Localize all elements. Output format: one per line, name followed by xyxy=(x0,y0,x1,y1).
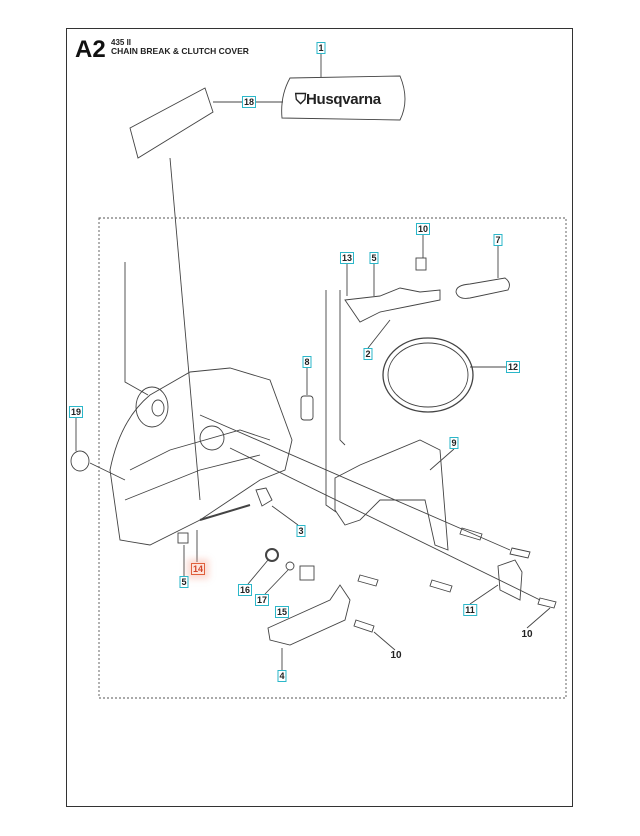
callout-17[interactable]: 17 xyxy=(254,594,270,606)
knob-part-15 xyxy=(299,565,315,581)
decal-part-1 xyxy=(281,75,406,121)
model-name: 435 II xyxy=(111,38,132,47)
callout-7[interactable]: 7 xyxy=(493,234,503,246)
diagram-frame xyxy=(66,28,573,807)
diagram-title: CHAIN BREAK & CLUTCH COVER xyxy=(111,46,249,56)
sleeve-part-8 xyxy=(300,395,314,421)
callout-10[interactable]: 10 xyxy=(521,629,533,640)
callout-8[interactable]: 8 xyxy=(302,356,312,368)
callout-4[interactable]: 4 xyxy=(277,670,287,682)
callout-2[interactable]: 2 xyxy=(363,348,373,360)
callout-5[interactable]: 5 xyxy=(179,576,189,588)
pin-part-3 xyxy=(255,487,273,507)
callout-16[interactable]: 16 xyxy=(237,584,253,596)
callout-10[interactable]: 10 xyxy=(415,223,431,235)
brake-band-part-12 xyxy=(382,337,474,413)
callout-3[interactable]: 3 xyxy=(296,525,306,537)
front-guard-part-4 xyxy=(267,584,351,646)
spring-part-7 xyxy=(455,277,510,299)
guide-part-11 xyxy=(497,559,523,601)
washer-part-17 xyxy=(285,561,295,571)
husqvarna-logo: ⛉Husqvarna xyxy=(295,91,381,108)
nut-part-19 xyxy=(70,450,90,472)
callout-19[interactable]: 19 xyxy=(68,406,84,418)
callout-10[interactable]: 10 xyxy=(390,650,402,661)
section-code: A2 xyxy=(75,36,106,63)
clutch-cover-part xyxy=(109,367,293,546)
callout-13[interactable]: 13 xyxy=(339,252,355,264)
callout-15[interactable]: 15 xyxy=(274,606,290,618)
o-ring-part-16 xyxy=(265,548,279,562)
callout-1[interactable]: 1 xyxy=(316,42,326,54)
plug-part-5 xyxy=(177,532,189,544)
callout-9[interactable]: 9 xyxy=(449,437,459,449)
callout-18[interactable]: 18 xyxy=(241,96,257,108)
callout-12[interactable]: 12 xyxy=(505,361,521,373)
callout-5[interactable]: 5 xyxy=(369,252,379,264)
callout-14-highlighted[interactable]: 14 xyxy=(190,563,206,575)
callout-11[interactable]: 11 xyxy=(463,604,477,616)
chain-brake-housing-part-9 xyxy=(334,439,449,551)
crown-logo-icon: ⛉ xyxy=(295,91,306,108)
assembly-boundary xyxy=(98,217,567,699)
screws xyxy=(353,527,557,633)
brake-lever-part xyxy=(344,287,441,323)
decal-part-18 xyxy=(129,87,214,159)
